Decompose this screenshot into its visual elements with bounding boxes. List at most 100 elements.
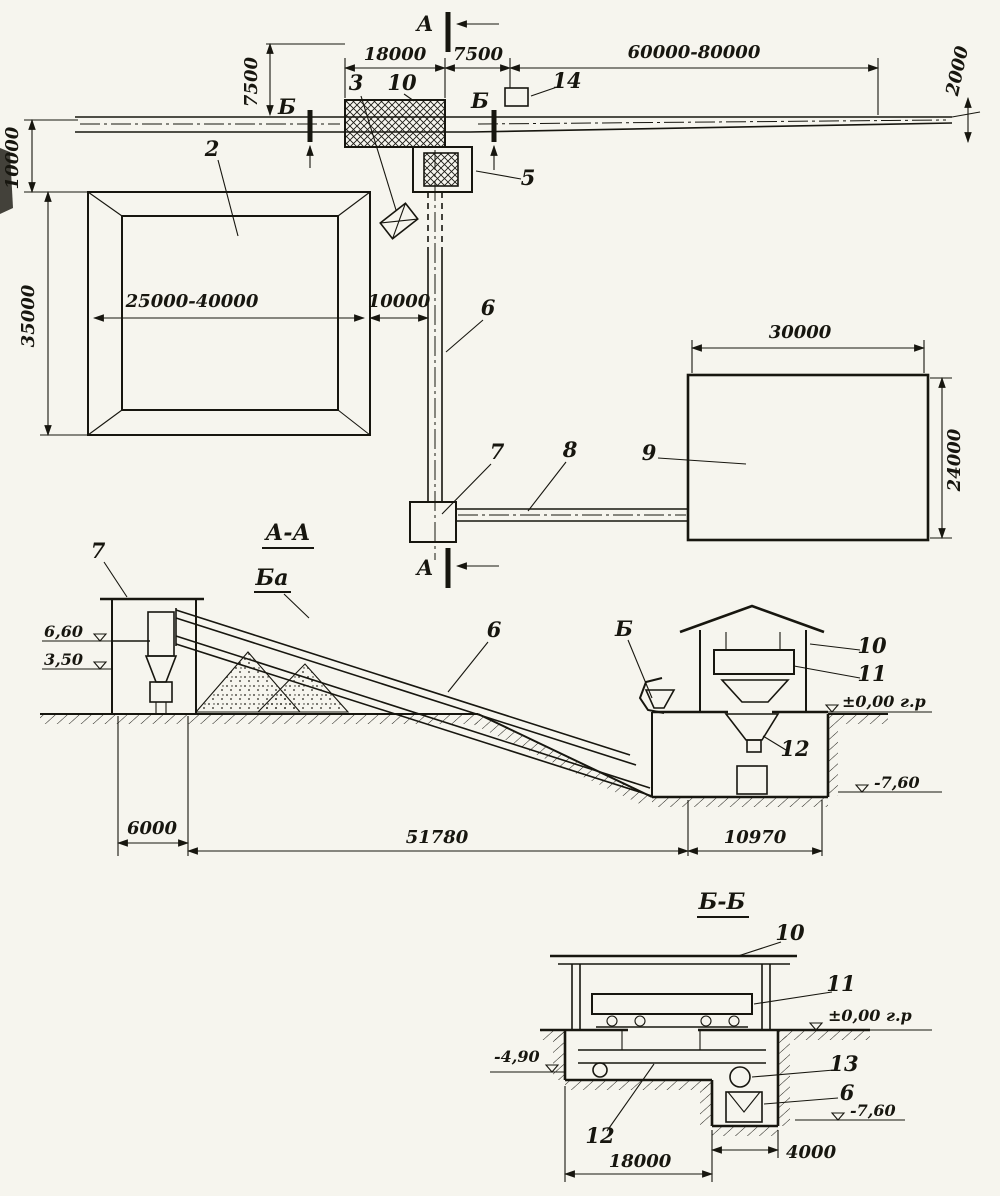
leader-callout-10-aa bbox=[809, 643, 861, 651]
aa-dimension-chain bbox=[116, 716, 824, 856]
callout-6-plan: 6 bbox=[481, 295, 496, 320]
building-9 bbox=[686, 373, 930, 542]
conveyor-12-bb bbox=[578, 1030, 766, 1078]
elevation-350-label: 3,50 bbox=[44, 650, 83, 669]
section-b-label-left: Б bbox=[277, 94, 296, 119]
callout-10-bb: 10 bbox=[775, 920, 805, 945]
callout-8: 8 bbox=[562, 437, 578, 462]
callout-b-aa: Б bbox=[614, 616, 633, 641]
callout-7-plan: 7 bbox=[490, 439, 505, 464]
section-marker-a-bottom bbox=[445, 548, 499, 588]
storage-yard bbox=[87, 191, 371, 436]
elevation-000-aa bbox=[824, 704, 932, 713]
bb-roof bbox=[550, 954, 797, 965]
leader-ba bbox=[283, 593, 310, 619]
callout-7-aa: 7 bbox=[91, 538, 106, 563]
dim-24000-label: 24000 bbox=[944, 428, 965, 492]
dim-7500-left bbox=[266, 42, 345, 117]
callout-6-aa: 6 bbox=[487, 617, 502, 642]
elevation-m760-aa-label: -7,60 bbox=[874, 773, 920, 792]
dim-left-column bbox=[24, 118, 88, 437]
leader-callout-5 bbox=[475, 170, 522, 180]
callout-11-bb: 11 bbox=[826, 971, 855, 996]
dim-2000-label: 2000 bbox=[942, 44, 973, 99]
callout-5: 5 bbox=[521, 165, 536, 190]
leader-callout-14 bbox=[530, 85, 561, 97]
drive-drum-13 bbox=[729, 1066, 751, 1088]
bb-underground bbox=[553, 1030, 790, 1136]
dim-10000-left-label: 10000 bbox=[2, 126, 23, 189]
callout-14: 14 bbox=[552, 68, 581, 93]
dim-6000-label: 6000 bbox=[127, 818, 178, 839]
dim-7500-top-label: 7500 bbox=[453, 44, 504, 65]
dim-2000 bbox=[951, 96, 981, 144]
elevation-660-label: 6,60 bbox=[44, 622, 83, 641]
label-ba: Ба bbox=[254, 565, 288, 591]
dim-10000-gap-label: 10000 bbox=[368, 291, 431, 312]
callout-9: 9 bbox=[642, 440, 657, 465]
top-dimension-chain bbox=[343, 58, 880, 115]
conveyor-6-plan bbox=[427, 150, 443, 560]
bb-columns bbox=[571, 964, 771, 1030]
leader-callout-8 bbox=[527, 461, 567, 512]
transfer-house bbox=[412, 146, 473, 193]
dim-60000-80000-label: 60000-80000 bbox=[628, 42, 761, 63]
elevation-000-bb bbox=[808, 1022, 824, 1031]
callout-11-aa: 11 bbox=[857, 661, 886, 686]
receiving-building bbox=[344, 99, 446, 148]
elevation-660 bbox=[42, 633, 112, 642]
leader-callout-11-aa bbox=[793, 665, 861, 679]
callout-12-bb: 12 bbox=[585, 1123, 614, 1148]
tippler-device bbox=[379, 202, 419, 240]
leader-callout-10-bb bbox=[737, 941, 782, 957]
dim-18000-label: 18000 bbox=[364, 44, 427, 65]
section-aa-title: А-А bbox=[264, 520, 311, 546]
leader-callout-12-bb bbox=[606, 1063, 655, 1132]
elevation-m760-aa bbox=[838, 784, 942, 793]
section-marker-a-top bbox=[445, 12, 499, 52]
crane-runway bbox=[75, 116, 953, 133]
callout-2: 2 bbox=[204, 136, 220, 161]
elevation-m490 bbox=[490, 1064, 565, 1073]
dim-30000 bbox=[690, 340, 926, 373]
callout-12-aa: 12 bbox=[780, 736, 809, 761]
elevation-350 bbox=[42, 661, 112, 670]
callout-13: 13 bbox=[829, 1051, 858, 1076]
leader-callout-7-aa bbox=[103, 561, 128, 598]
leader-callout-6-plan bbox=[445, 319, 484, 353]
leader-callout-9 bbox=[657, 457, 747, 465]
dim-7500-left-label: 7500 bbox=[241, 56, 262, 107]
screening-building bbox=[652, 604, 828, 795]
section-a-label-top: А bbox=[414, 11, 433, 36]
conveyor-8-plan bbox=[456, 508, 688, 522]
elevation-m760-bb-label: -7,60 bbox=[850, 1101, 896, 1120]
elevation-m490-label: -4,90 bbox=[494, 1047, 540, 1066]
section-a-label-bottom: А bbox=[414, 555, 433, 580]
leader-callout-b bbox=[627, 639, 653, 699]
elevation-000-aa-label: ±0,00 г.р bbox=[842, 692, 926, 711]
leader-callout-7-plan bbox=[441, 463, 492, 515]
dim-24000 bbox=[930, 376, 952, 540]
elevation-000-bb-label: ±0,00 г.р bbox=[828, 1006, 912, 1025]
leader-callout-12-aa bbox=[762, 735, 787, 751]
bb-dimension-chain bbox=[563, 1086, 780, 1182]
elevation-m760-bb bbox=[795, 1112, 905, 1121]
b-chute bbox=[638, 677, 676, 714]
leader-callout-6-bb bbox=[763, 1097, 839, 1105]
feeder-11 bbox=[591, 993, 753, 1028]
section-bb-view: Б-Б 10 11 bbox=[490, 889, 932, 1182]
section-bb-title: Б-Б bbox=[698, 889, 746, 915]
stockpiles bbox=[194, 651, 350, 713]
callout-3: 3 bbox=[349, 70, 364, 95]
dim-30000-label: 30000 bbox=[769, 322, 832, 343]
dim-35000-label: 35000 bbox=[18, 284, 39, 347]
dim-18000-bb-label: 18000 bbox=[609, 1151, 672, 1172]
dim-10970-label: 10970 bbox=[724, 827, 787, 848]
drive-station-plan bbox=[409, 501, 457, 543]
track-axis-right bbox=[477, 119, 947, 125]
dim-51780-label: 51780 bbox=[406, 827, 469, 848]
track-stop-box bbox=[504, 87, 529, 107]
dim-25000-40000-label: 25000-40000 bbox=[125, 291, 259, 312]
